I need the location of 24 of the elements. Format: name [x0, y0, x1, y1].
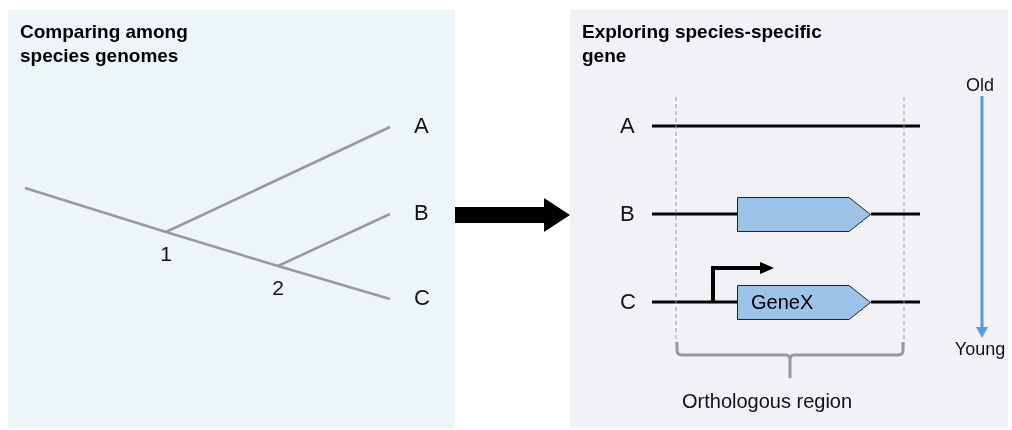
panel-title: Comparing among species genomes	[20, 20, 189, 68]
gene-arrow: GeneX	[737, 285, 871, 320]
time-label: Young	[950, 338, 1010, 360]
tree-branch	[277, 212, 391, 268]
tree-branch	[165, 230, 279, 268]
species-label: A	[620, 114, 635, 138]
species-label: A	[390, 114, 440, 140]
panel	[8, 10, 455, 428]
panel	[570, 10, 1008, 428]
time-label: Old	[962, 74, 998, 96]
species-label: B	[620, 202, 635, 226]
gene-arrow	[737, 197, 871, 232]
arrow	[976, 96, 988, 338]
panel-title: Exploring species-specific gene	[582, 20, 822, 68]
region-label: Orthologous region	[682, 389, 853, 413]
block-arrow	[455, 198, 570, 232]
tree-branch	[165, 125, 391, 234]
species-label: C	[390, 286, 440, 312]
tree-branch	[277, 264, 391, 301]
species-label: B	[390, 201, 440, 227]
node-number: 2	[268, 266, 288, 300]
species-label: C	[620, 290, 636, 314]
tree-branch	[24, 186, 167, 234]
node-number: 1	[156, 232, 176, 266]
